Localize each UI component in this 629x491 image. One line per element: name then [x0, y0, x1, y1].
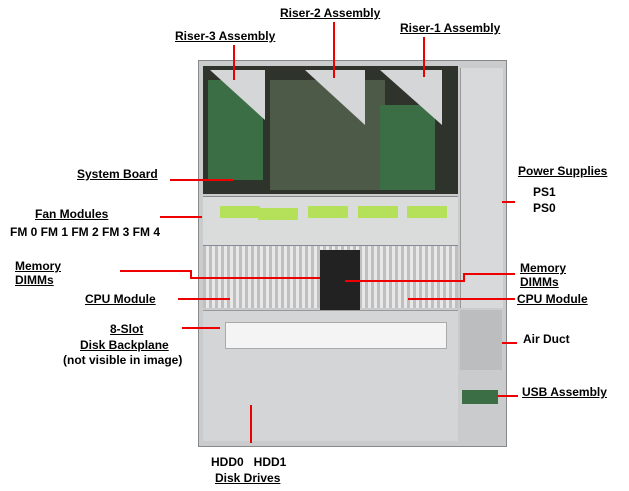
- leader-memory-left-2: [190, 277, 320, 279]
- label-backplane-3: (not visible in image): [63, 353, 183, 367]
- leader-riser1: [423, 37, 425, 77]
- leader-memory-right-2: [345, 280, 465, 282]
- leader-memory-left-bracket: [190, 270, 192, 278]
- leader-power-supplies: [502, 201, 515, 203]
- leader-fan-modules: [160, 216, 202, 218]
- fan-module-0: [220, 206, 260, 218]
- label-memory-left-1: Memory: [15, 259, 62, 273]
- label-system-board: System Board: [77, 167, 158, 181]
- fan-tray: [203, 196, 458, 247]
- air-duct: [460, 310, 502, 370]
- power-supply-bay: [460, 68, 503, 308]
- label-air-duct: Air Duct: [523, 332, 570, 346]
- label-usb: USB Assembly: [522, 385, 607, 399]
- label-riser2: Riser-2 Assembly: [280, 6, 381, 20]
- label-backplane-2: Disk Backplane: [80, 338, 169, 352]
- label-power-supplies: Power Supplies: [518, 164, 608, 178]
- leader-backplane: [182, 327, 220, 329]
- label-riser3: Riser-3 Assembly: [175, 29, 276, 43]
- label-cpu-right: CPU Module: [517, 292, 588, 306]
- leader-memory-left: [120, 270, 190, 272]
- label-backplane-1: 8-Slot: [110, 322, 144, 336]
- usb-board: [462, 390, 498, 404]
- fan-module-3: [358, 206, 398, 218]
- fan-module-4: [407, 206, 447, 218]
- leader-memory-right-bracket: [463, 273, 465, 281]
- label-hdd: HDD0 HDD1: [211, 455, 287, 469]
- label-memory-left-2: DIMMs: [15, 273, 54, 287]
- label-ps0: PS0: [533, 201, 556, 215]
- leader-riser2: [333, 22, 335, 78]
- label-riser1: Riser-1 Assembly: [400, 21, 501, 35]
- leader-cpu-right: [408, 298, 515, 300]
- label-fan-list: FM 0 FM 1 FM 2 FM 3 FM 4: [10, 225, 161, 239]
- instruction-label: [225, 322, 447, 349]
- leader-usb: [498, 395, 518, 397]
- label-ps1: PS1: [533, 185, 556, 199]
- system-board: [270, 80, 385, 190]
- leader-memory-right: [463, 273, 515, 275]
- label-cpu-left: CPU Module: [85, 292, 156, 306]
- leader-riser3: [233, 45, 235, 80]
- label-memory-right-2: DIMMs: [520, 275, 559, 289]
- leader-air-duct: [502, 342, 517, 344]
- label-fan-modules: Fan Modules: [35, 207, 109, 221]
- leader-hdd: [250, 405, 252, 443]
- riser1-card: [380, 105, 435, 190]
- label-memory-right-1: Memory: [520, 261, 567, 275]
- leader-cpu-left: [178, 298, 230, 300]
- leader-system-board: [170, 179, 233, 181]
- label-disk-drives: Disk Drives: [215, 471, 281, 485]
- fan-module-1: [258, 208, 298, 220]
- fan-module-2: [308, 206, 348, 218]
